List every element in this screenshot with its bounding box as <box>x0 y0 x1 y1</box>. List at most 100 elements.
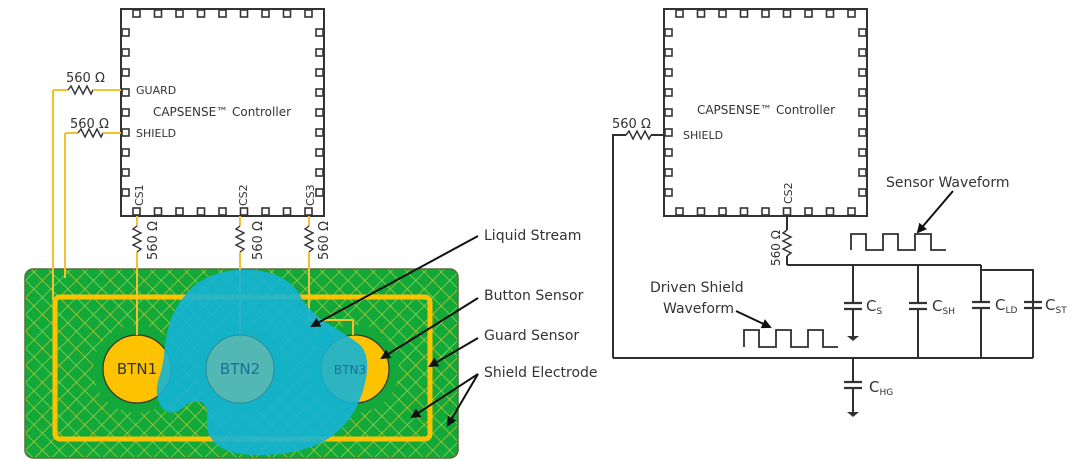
left-cs2-pin-label: CS2 <box>237 184 250 206</box>
cst-capacitor-icon <box>1024 300 1042 310</box>
chip-pin <box>304 9 313 18</box>
arrow-guard-sensor <box>428 337 479 368</box>
chip-pin <box>825 207 835 216</box>
chip-pin <box>858 168 867 177</box>
chip-pin <box>121 128 130 137</box>
guard-resistor-label: 560 Ω <box>66 71 105 86</box>
csh-label: CSH <box>932 297 955 317</box>
chip-pin <box>782 207 792 216</box>
chip-pin <box>739 9 749 18</box>
chip-pin <box>315 48 324 57</box>
chip-pin <box>664 68 673 77</box>
right-controller-label: CAPSENSE™ Controller <box>697 103 835 117</box>
cs-label: CS <box>866 297 882 317</box>
chip-pin <box>739 207 749 216</box>
chip-pin <box>121 168 130 177</box>
btn2-label: BTN2 <box>220 360 260 378</box>
chip-pin <box>675 207 684 216</box>
chip-pin <box>261 9 270 18</box>
chip-pin <box>858 108 867 117</box>
callout-liquid-stream: Liquid Stream <box>484 228 581 244</box>
left-shield-pin-label: SHIELD <box>136 127 176 140</box>
left-shield-resistor-label: 560 Ω <box>70 117 109 132</box>
chip-pin <box>782 9 792 18</box>
chip-pin <box>315 188 324 197</box>
chip-pin <box>858 148 867 157</box>
right-shield-pin-label: SHIELD <box>683 129 723 142</box>
chip-pin <box>175 9 184 18</box>
cs3-pin-label: CS3 <box>304 184 317 206</box>
left-capsense-controller: CAPSENSE™ Controller GUARD SHIELD CS1 CS… <box>120 8 325 217</box>
callout-button-sensor: Button Sensor <box>484 288 584 304</box>
cs2-resistor-icon <box>234 225 246 253</box>
chip-pin <box>121 148 130 157</box>
chg-label: CHG <box>869 378 893 398</box>
chip-pin <box>847 207 856 216</box>
chip-pin <box>304 207 313 216</box>
sensor-waveform-icon <box>850 233 946 251</box>
cs1-resistor-label: 560 Ω <box>146 221 161 260</box>
chip-pin <box>282 9 292 18</box>
chip-pin <box>858 88 867 97</box>
chip-pin <box>664 48 673 57</box>
driven-shield-arrow <box>735 310 772 329</box>
chip-pin <box>153 207 163 216</box>
chip-pin <box>218 207 227 216</box>
cs1-resistor: 560 Ω <box>131 216 161 260</box>
chip-pin <box>664 108 673 117</box>
cs3-resistor-label: 560 Ω <box>317 221 332 260</box>
chip-pin <box>282 207 292 216</box>
left-resistors: 560 Ω 560 Ω 560 Ω 560 Ω 560 Ω <box>53 71 332 260</box>
driven-shield-waveform-icon <box>743 329 838 348</box>
chip-pin <box>196 9 206 18</box>
chip-pin <box>664 148 673 157</box>
chip-pin <box>315 28 324 37</box>
chip-pin <box>858 48 867 57</box>
sensor-waveform-arrow <box>916 190 954 234</box>
chip-pin <box>132 9 141 18</box>
chip-pin <box>121 48 130 57</box>
right-cs2-resistor-icon <box>781 229 793 257</box>
chip-pin <box>239 9 249 18</box>
chip-pin <box>121 28 130 37</box>
right-circuit: 560 Ω 560 Ω CS CSH CLD <box>612 117 1067 417</box>
chip-pin <box>315 88 324 97</box>
pcb-board: BTN1 BTN2 BTN3 <box>24 90 459 459</box>
chip-pin <box>315 128 324 137</box>
chip-pin <box>858 128 867 137</box>
cld-label: CLD <box>995 296 1017 316</box>
cs2-resistor-label: 560 Ω <box>251 221 266 260</box>
chip-pin <box>664 28 673 37</box>
btn1-label: BTN1 <box>117 360 157 378</box>
driven-shield-label-line2: Waveform <box>663 301 734 317</box>
arrow-button-sensor <box>380 297 479 360</box>
chip-pin <box>121 68 130 77</box>
cs1-pin-label: CS1 <box>133 184 146 206</box>
arrow-shield-inner <box>410 373 479 419</box>
chip-pin <box>239 207 249 216</box>
right-cs2-pin-label: CS2 <box>782 182 795 204</box>
cs-capacitor-icon <box>844 301 862 311</box>
chip-pin <box>696 207 706 216</box>
chip-pin <box>315 108 324 117</box>
sensor-waveform-label: Sensor Waveform <box>886 175 1010 191</box>
chip-pin <box>858 188 867 197</box>
cs2-resistor: 560 Ω <box>234 216 266 260</box>
chip-pin <box>804 207 813 216</box>
left-shield-resistor-icon <box>77 127 104 139</box>
callouts: Liquid Stream Button Sensor Guard Sensor… <box>310 228 598 427</box>
chip-pin <box>718 9 727 18</box>
chip-pin <box>121 108 130 117</box>
chip-pin <box>196 207 206 216</box>
btn3-label: BTN3 <box>334 363 366 377</box>
chip-pin <box>121 88 130 97</box>
chip-pin <box>315 68 324 77</box>
cst-label: CST <box>1045 296 1067 316</box>
chip-pin <box>132 207 141 216</box>
chip-pin <box>153 9 163 18</box>
chip-pin <box>847 9 856 18</box>
csh-capacitor-icon <box>909 301 927 311</box>
chip-pin <box>315 168 324 177</box>
cs3-resistor-icon <box>303 225 315 253</box>
chip-pin <box>261 207 270 216</box>
